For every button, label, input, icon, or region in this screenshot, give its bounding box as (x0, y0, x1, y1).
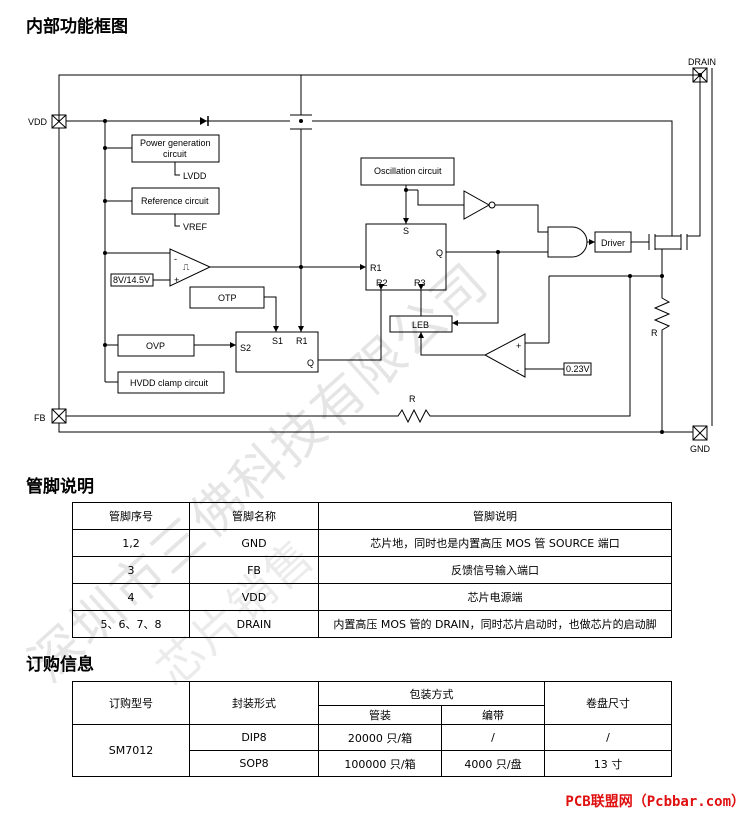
otp-text: OTP (218, 293, 237, 303)
flipflop-1 (235, 331, 319, 373)
and-gate (547, 226, 588, 258)
svg-text:R1: R1 (370, 263, 382, 273)
reference-text: Reference circuit (141, 196, 209, 206)
wire-top-frame (58, 74, 700, 121)
svg-text:-: - (516, 365, 519, 375)
pin-table: 管脚序号 管脚名称 管脚说明 1,2 GND 芯片地，同时也是内置高压 MOS … (72, 502, 672, 638)
hvdd-text: HVDD clamp circuit (130, 378, 209, 388)
svg-text:R1: R1 (296, 336, 308, 346)
ovp-text: OVP (146, 341, 165, 351)
table-row: 1,2 GND 芯片地，同时也是内置高压 MOS 管 SOURCE 端口 (72, 529, 672, 557)
table-row: 4 VDD 芯片电源端 (72, 583, 672, 611)
power-gen-text-1: Power generation (140, 138, 211, 148)
svg-text:S: S (403, 226, 409, 236)
table-row: SOP8 100000 只/箱 4000 只/盘 13 寸 (73, 750, 672, 777)
svg-text:R3: R3 (414, 278, 426, 288)
svg-text:S2: S2 (240, 343, 251, 353)
power-generation-block (131, 134, 220, 163)
svg-text:Q: Q (307, 358, 314, 368)
wire-bottom-frame (58, 423, 693, 433)
vref-label: VREF (183, 222, 208, 232)
gnd-label: GND (690, 444, 711, 454)
driver-text: Driver (601, 238, 625, 248)
hvdd-clamp-block (117, 371, 225, 394)
table-row: 5、6、7、8 DRAIN 内置高压 MOS 管的 DRAIN，同时芯片启动时，… (72, 610, 672, 638)
svg-text:R: R (651, 328, 658, 338)
vth-text: 8V/14.5V (113, 275, 150, 285)
reference-circuit-block (131, 187, 220, 215)
svg-text:-: - (174, 254, 177, 264)
pin-description-title: 管脚说明 (26, 477, 94, 497)
order-info-title: 订购信息 (26, 655, 94, 675)
osc-text: Oscillation circuit (374, 166, 442, 176)
cs-comparator (483, 333, 526, 378)
footer-site-link[interactable]: PCB联盟网（Pcbbar.com） (565, 794, 745, 810)
svg-text:+: + (516, 341, 521, 351)
fb-label: FB (34, 413, 46, 423)
inverter (463, 190, 491, 220)
fb-pin (51, 408, 67, 424)
power-gen-text-2: circuit (163, 149, 187, 159)
block-diagram: DRAIN VDD FB GND Power generation circui… (28, 57, 716, 454)
ref-023-text: 0.23V (566, 364, 590, 374)
schmitt-icon: ⎍ (183, 262, 190, 272)
fb-resistor (66, 276, 631, 424)
vdd-label: VDD (28, 117, 48, 127)
svg-text:R: R (409, 394, 416, 404)
lvdd-label: LVDD (183, 171, 207, 181)
order-table: 订购型号 封装形式 包装方式 卷盘尺寸 管装 编带 SM7012 DIP8 20… (72, 681, 672, 777)
block-diagram-title: 内部功能框图 (26, 17, 128, 37)
svg-text:S1: S1 (272, 336, 283, 346)
startup-diode (200, 117, 207, 125)
drain-label: DRAIN (688, 57, 716, 67)
drain-pin (692, 67, 708, 83)
svg-text:R2: R2 (376, 278, 388, 288)
gnd-pin (692, 425, 708, 441)
table-row: SM7012 DIP8 20000 只/箱 / / (72, 724, 672, 777)
sense-resistor (653, 276, 671, 432)
svg-text:Q: Q (436, 248, 443, 258)
leb-text: LEB (412, 320, 429, 330)
oscillation-block (360, 157, 455, 186)
vdd-pin (51, 114, 67, 129)
wire-vdd-rail-right (312, 120, 673, 236)
svg-text:+: + (174, 275, 179, 285)
schmitt-comparator (169, 248, 212, 287)
